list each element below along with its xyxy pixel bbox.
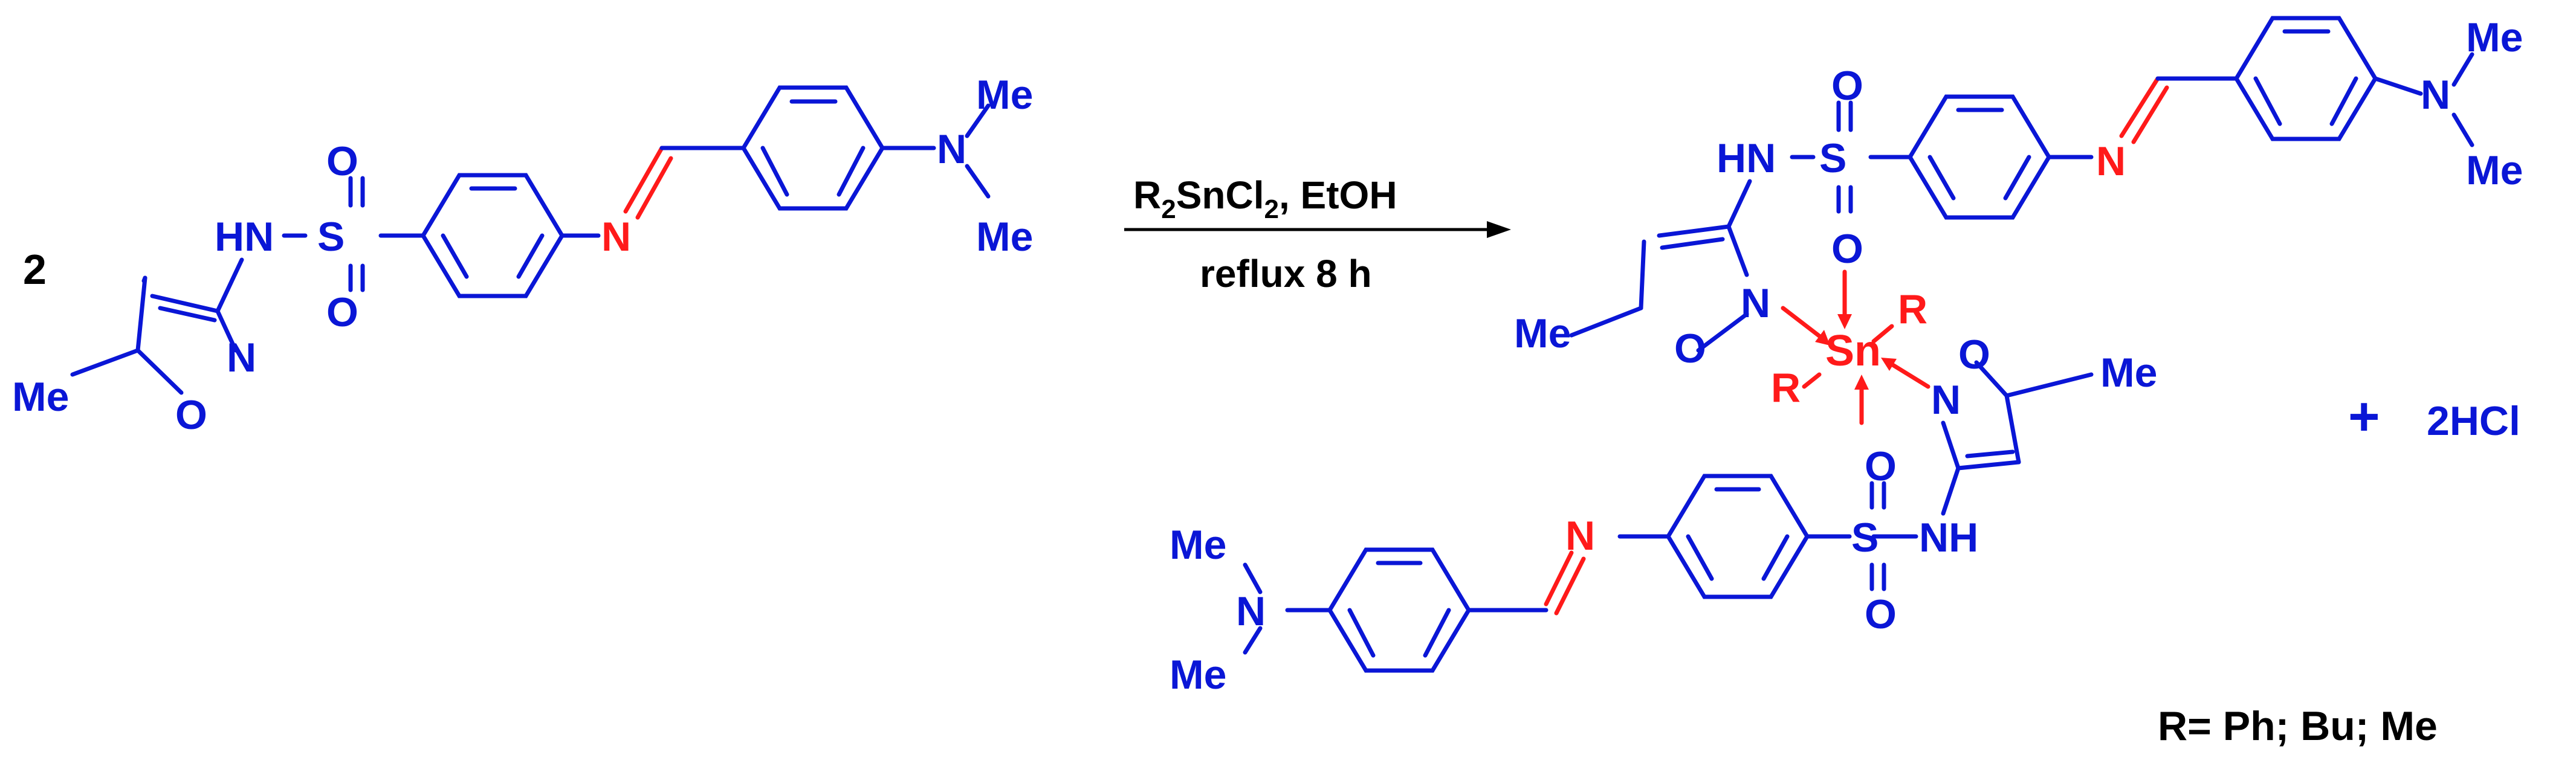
product-upper-ring-o-label: O bbox=[1674, 326, 1706, 372]
reaction-arrow: R2SnCl2, EtOH reflux 8 h bbox=[1124, 173, 1511, 295]
product-upper-o-coord-label: O bbox=[1831, 226, 1863, 272]
reactant-methyl-label: Me bbox=[12, 374, 69, 420]
reactant-o-bottom-label: O bbox=[326, 289, 358, 335]
product-lower-nme-bottom-label: Me bbox=[1170, 652, 1226, 698]
reactant-hn-label: HN bbox=[215, 214, 274, 260]
tin-r-lower-label: R bbox=[1771, 365, 1801, 411]
reactant-amine-n-label: N bbox=[937, 126, 966, 172]
product-upper-amine-n-label: N bbox=[2421, 72, 2450, 118]
product-upper-o-top-label: O bbox=[1831, 63, 1863, 109]
reactant-imine-n-label: N bbox=[601, 214, 631, 260]
reagent-line-2: reflux 8 h bbox=[1200, 252, 1372, 295]
product-lower-methyl-label: Me bbox=[2100, 350, 2157, 396]
product-upper-hn-label: HN bbox=[1717, 135, 1776, 181]
reactant-nme-top-label: Me bbox=[976, 72, 1033, 118]
reactant-ring-n-label: N bbox=[227, 335, 256, 381]
substituent-footnote: R= Ph; Bu; Me bbox=[2158, 703, 2438, 749]
reagent-line-1: R2SnCl2, EtOH bbox=[1133, 173, 1397, 224]
product-upper-nme-bottom-label: Me bbox=[2466, 147, 2523, 193]
product-complex: Me O N HN S O O N N Me Me Sn R R N O Me … bbox=[1170, 14, 2523, 698]
reactant-coefficient: 2 bbox=[23, 246, 47, 293]
reactant-s-label: S bbox=[317, 214, 345, 260]
byproduct: + 2HCl bbox=[2348, 387, 2520, 447]
product-upper-ring-n-label: N bbox=[1741, 280, 1770, 326]
product-lower-imine-n-label: N bbox=[1565, 513, 1595, 559]
product-lower-s-label: S bbox=[1851, 515, 1879, 561]
reactant-molecule: 2 Me O N HN S O O N N Me Me bbox=[12, 72, 1033, 438]
product-lower-nh-label: NH bbox=[1919, 515, 1978, 561]
plus-sign: + bbox=[2348, 387, 2380, 447]
product-upper-methyl-label: Me bbox=[1514, 310, 1571, 356]
byproduct-hcl: 2HCl bbox=[2427, 398, 2520, 444]
product-lower-ring-o-label: O bbox=[1958, 332, 1990, 378]
reactant-ring-o-label: O bbox=[175, 392, 207, 438]
product-lower-o-bottom-label: O bbox=[1865, 591, 1897, 637]
tin-atom-label: Sn bbox=[1825, 327, 1881, 375]
product-lower-nme-top-label: Me bbox=[1170, 522, 1226, 568]
product-lower-amine-n-label: N bbox=[1236, 588, 1266, 634]
product-lower-o-top-label: O bbox=[1865, 443, 1897, 489]
product-lower-ring-n-label: N bbox=[1931, 377, 1961, 423]
product-upper-imine-n-label: N bbox=[2096, 138, 2126, 184]
reactant-o-top-label: O bbox=[326, 138, 358, 184]
product-upper-nme-top-label: Me bbox=[2466, 14, 2523, 60]
product-upper-s-label: S bbox=[1819, 135, 1846, 181]
reactant-nme-bottom-label: Me bbox=[976, 214, 1033, 260]
tin-r-upper-label: R bbox=[1898, 286, 1927, 332]
